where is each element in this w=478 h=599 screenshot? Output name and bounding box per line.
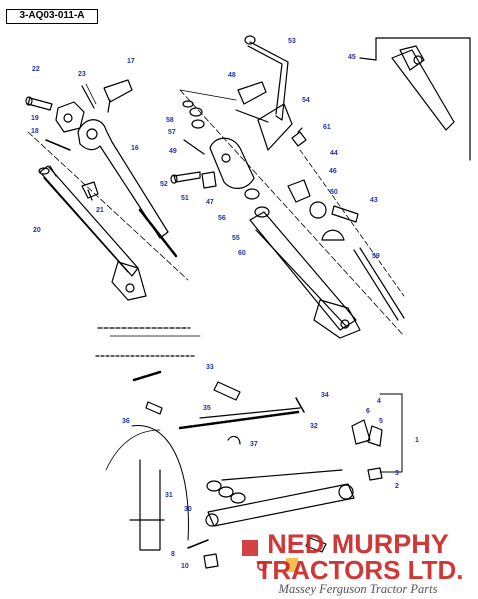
pin-23	[81, 85, 95, 109]
part-label-58: 58	[166, 117, 174, 124]
pin-48	[237, 81, 267, 105]
bush-10	[203, 553, 219, 569]
part-label-60: 60	[238, 250, 246, 257]
washer-56	[244, 188, 260, 200]
sleeve-54	[257, 103, 293, 151]
part-label-31: 31	[165, 492, 173, 499]
washer-55	[254, 206, 270, 218]
watermark-company-name: NED MURPHY	[267, 529, 449, 559]
pin-8	[187, 539, 209, 549]
part-label-52: 52	[160, 181, 168, 188]
washer-31	[206, 480, 222, 492]
part-label-37: 37	[250, 441, 258, 448]
clip-37	[227, 435, 241, 445]
crank-handle-53	[235, 35, 289, 123]
part-label-8: 8	[171, 551, 175, 558]
watermark-logo	[242, 540, 298, 572]
part-label-19: 19	[31, 115, 39, 122]
check-chain-35	[132, 370, 301, 430]
part-label-16: 16	[131, 145, 139, 152]
part-label-46: 46	[329, 168, 337, 175]
part-label-4: 4	[377, 398, 381, 405]
part-label-43: 43	[370, 197, 378, 204]
fitting-21	[81, 181, 99, 201]
pin-36	[145, 401, 163, 415]
part-label-61: 61	[323, 124, 331, 131]
levelling-screw	[77, 119, 178, 258]
bolt-43	[331, 205, 359, 223]
part-label-2: 2	[395, 483, 399, 490]
pin-6	[351, 419, 371, 445]
part-label-17: 17	[127, 58, 135, 65]
part-label-57: 57	[168, 129, 176, 136]
part-label-22: 22	[32, 66, 40, 73]
part-label-30: 30	[184, 506, 192, 513]
part-label-23: 23	[78, 71, 86, 78]
part-label-49: 49	[169, 148, 177, 155]
watermark-tagline: Massey Ferguson Tractor Parts	[278, 582, 438, 596]
part-label-20: 20	[33, 227, 41, 234]
bolt-52	[170, 171, 201, 184]
cotter-18	[45, 139, 71, 151]
part-label-55: 55	[232, 235, 240, 242]
part-label-36: 36	[122, 418, 130, 425]
pin-22	[25, 96, 53, 111]
bracket-1	[379, 393, 403, 473]
watermark-company-suffix: TRACTORS LTD.	[256, 555, 464, 585]
rod-59	[353, 249, 399, 321]
part-label-45: 45	[348, 54, 356, 61]
pin-5	[367, 425, 383, 447]
part-label-50: 50	[330, 189, 338, 196]
washer-57	[191, 119, 205, 129]
lower-link-2	[207, 483, 355, 527]
part-label-32: 32	[310, 423, 318, 430]
pin-17	[103, 79, 133, 113]
block-19	[55, 101, 85, 133]
part-label-21: 21	[96, 207, 104, 214]
part-label-48: 48	[228, 72, 236, 79]
part-label-35: 35	[203, 405, 211, 412]
yoke-47	[209, 137, 255, 189]
pin-49	[183, 139, 205, 155]
part-label-5: 5	[379, 418, 383, 425]
part-label-34: 34	[321, 392, 329, 399]
ball-50	[309, 201, 327, 219]
diagram-reference-code: 3-AQ03-011-A	[6, 9, 98, 24]
cotter-34	[295, 397, 305, 413]
part-label-3: 3	[395, 470, 399, 477]
part-label-1: 1	[415, 437, 419, 444]
grease-nipple-61	[291, 131, 307, 147]
nut-51	[201, 171, 217, 189]
part-label-56: 56	[218, 215, 226, 222]
part-label-18: 18	[31, 128, 39, 135]
part-label-51: 51	[181, 195, 189, 202]
part-label-59: 59	[372, 253, 380, 260]
part-label-6: 6	[366, 408, 370, 415]
part-label-53: 53	[288, 38, 296, 45]
part-label-44: 44	[330, 150, 338, 157]
part-label-33: 33	[206, 364, 214, 371]
part-label-10: 10	[181, 563, 189, 570]
bush-46	[287, 179, 311, 203]
pin-33	[213, 381, 241, 401]
lift-link-left	[38, 165, 147, 301]
washer-58	[189, 107, 203, 117]
nut-3	[367, 467, 383, 481]
inset-box-45	[359, 37, 471, 161]
lift-link-right	[249, 211, 361, 339]
part-label-47: 47	[206, 199, 214, 206]
part-label-54: 54	[302, 97, 310, 104]
